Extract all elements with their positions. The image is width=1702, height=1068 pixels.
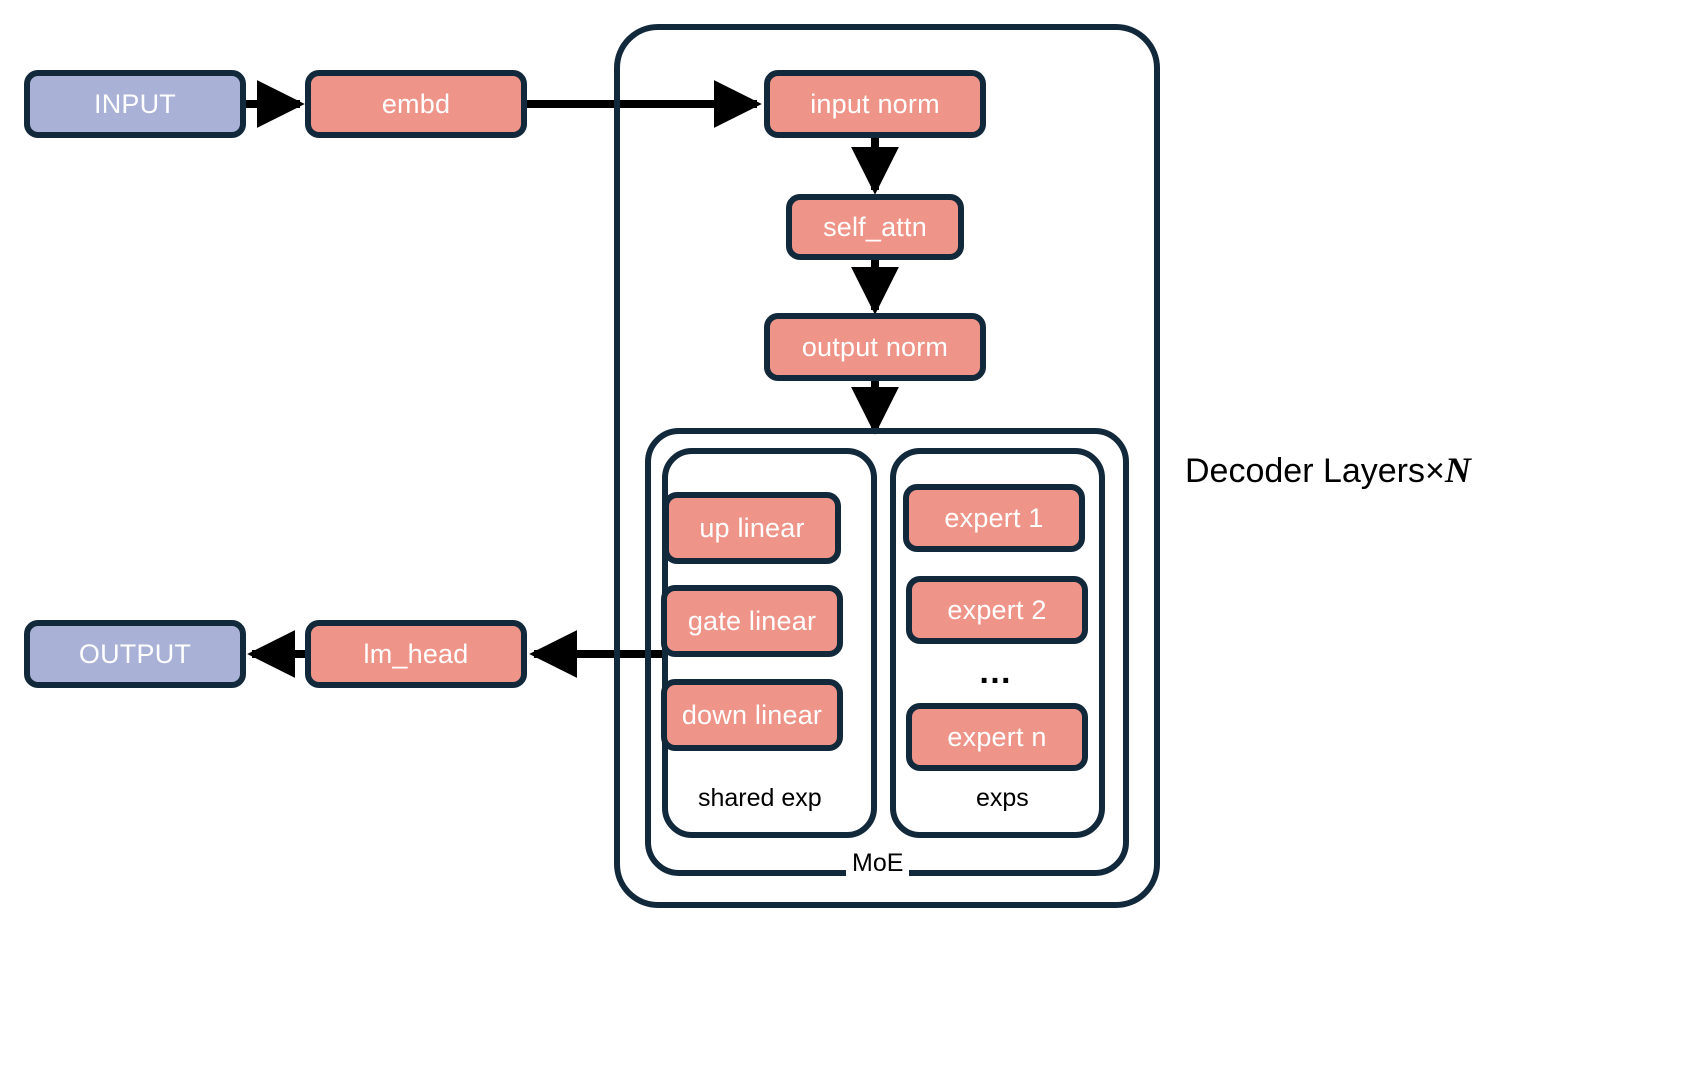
experts-ellipsis: … <box>978 653 1014 691</box>
node-down-linear[interactable]: down linear <box>661 679 843 751</box>
node-expert-2[interactable]: expert 2 <box>906 576 1088 644</box>
node-self-attn[interactable]: self_attn <box>786 194 964 260</box>
node-up-linear[interactable]: up linear <box>663 492 841 564</box>
decoder-layers-text: Decoder Layers× <box>1185 452 1445 490</box>
node-embd[interactable]: embd <box>305 70 527 138</box>
node-input-norm[interactable]: input norm <box>764 70 986 138</box>
node-lm-head[interactable]: lm_head <box>305 620 527 688</box>
decoder-layers-count-var: N <box>1444 450 1471 490</box>
group-exps <box>890 448 1105 838</box>
label-exps: exps <box>970 786 1035 811</box>
label-moe: MoE <box>846 851 910 876</box>
group-decoder-layers <box>614 24 1160 908</box>
node-gate-linear[interactable]: gate linear <box>661 585 843 657</box>
node-expert-n[interactable]: expert n <box>906 703 1088 771</box>
node-expert-1[interactable]: expert 1 <box>903 484 1085 552</box>
label-shared-exp: shared exp <box>692 786 828 811</box>
node-input[interactable]: INPUT <box>24 70 246 138</box>
node-output-norm[interactable]: output norm <box>764 313 986 381</box>
label-decoder-layers: Decoder Layers×N <box>1185 452 1471 488</box>
node-output[interactable]: OUTPUT <box>24 620 246 688</box>
